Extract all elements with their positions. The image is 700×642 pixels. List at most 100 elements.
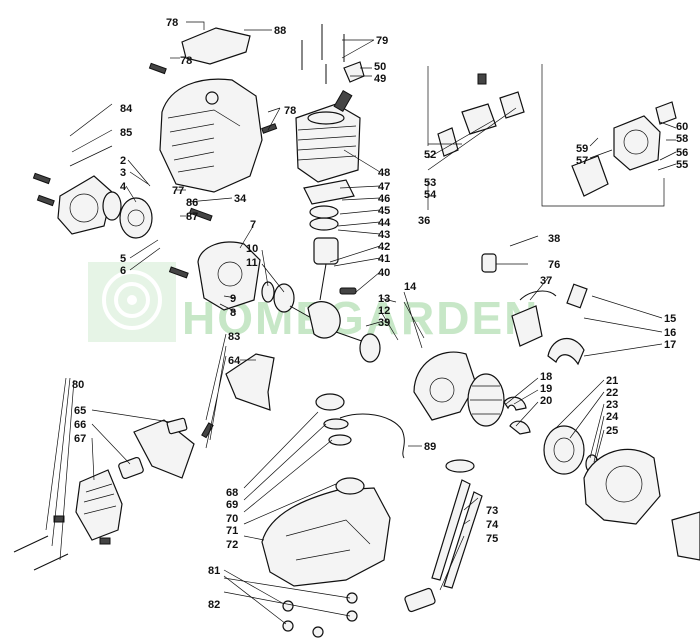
- fuel-cap-ring: [328, 434, 352, 446]
- fuel-tank: [261, 477, 391, 587]
- label-9: 9: [230, 293, 236, 305]
- label-43: 43: [378, 229, 390, 241]
- label-18: 18: [540, 371, 552, 383]
- label-77: 77: [172, 185, 184, 197]
- clutch-housing: [583, 448, 700, 561]
- muffler: [75, 469, 123, 541]
- watermark-logo-icon: [88, 262, 176, 342]
- label-41: 41: [378, 253, 390, 265]
- label-87: 87: [186, 211, 198, 223]
- fuel-line: [339, 413, 405, 459]
- fuel-cap-seal: [323, 418, 349, 430]
- label-15: 15: [664, 313, 676, 325]
- label-71: 71: [226, 525, 238, 537]
- leader-lines: [45, 21, 677, 625]
- label-65: 65: [74, 405, 86, 417]
- label-56: 56: [676, 147, 688, 159]
- bracket-15: [566, 283, 588, 309]
- ignition-coil: [511, 290, 557, 347]
- watermark: HOMEGARDEN: [88, 262, 537, 344]
- crankcase-left: [197, 241, 261, 311]
- top-cover: [181, 27, 251, 65]
- cylinder: [295, 103, 361, 183]
- label-23: 23: [606, 399, 618, 411]
- label-3: 3: [120, 167, 126, 179]
- label-14: 14: [404, 281, 417, 293]
- starter-housing: [57, 175, 153, 239]
- crankshaft: [289, 301, 377, 347]
- label-54: 54: [424, 189, 437, 201]
- label-74: 74: [486, 519, 499, 531]
- label-48: 48: [378, 167, 390, 179]
- label-67: 67: [74, 433, 86, 445]
- spark-plug: [333, 90, 353, 112]
- label-39: 39: [378, 317, 390, 329]
- label-11: 11: [246, 257, 258, 269]
- label-17: 17: [664, 339, 676, 351]
- label-60: 60: [676, 121, 688, 133]
- label-57: 57: [576, 155, 588, 167]
- parts: [13, 24, 700, 638]
- label-44: 44: [378, 217, 391, 229]
- fuel-cap: [315, 393, 345, 411]
- label-53: 53: [424, 177, 436, 189]
- label-80: 80: [72, 379, 84, 391]
- label-78b: 78: [180, 55, 192, 67]
- label-69: 69: [226, 499, 238, 511]
- label-36: 36: [418, 215, 430, 227]
- label-19: 19: [540, 383, 552, 395]
- label-24: 24: [606, 411, 619, 423]
- long-bolt: [13, 535, 49, 553]
- part-labels: 78 88 78 79 50 49 84 85 78 2 3 86 4 87 7…: [72, 17, 688, 611]
- label-37: 37: [540, 275, 552, 287]
- label-78a: 78: [166, 17, 178, 29]
- label-79: 79: [376, 35, 388, 47]
- bolt-plate: [166, 417, 188, 435]
- label-50: 50: [374, 61, 386, 73]
- label-20: 20: [540, 395, 552, 407]
- label-78c: 78: [284, 105, 296, 117]
- flywheel: [467, 373, 505, 427]
- label-88: 88: [274, 25, 286, 37]
- label-16: 16: [664, 327, 676, 339]
- label-73: 73: [486, 505, 498, 517]
- label-55: 55: [676, 159, 688, 171]
- muffler-plate: [133, 419, 195, 479]
- label-85: 85: [120, 127, 132, 139]
- label-58: 58: [676, 133, 688, 145]
- tube-handle-2: [443, 491, 483, 589]
- label-83: 83: [228, 331, 240, 343]
- label-75: 75: [486, 533, 498, 545]
- label-5: 5: [120, 253, 126, 265]
- cylinder-gasket: [303, 179, 355, 205]
- bearing-left: [261, 281, 275, 303]
- label-45: 45: [378, 205, 390, 217]
- label-49: 49: [374, 73, 386, 85]
- muffler-shield: [225, 353, 275, 411]
- label-46: 46: [378, 193, 390, 205]
- clutch-shoe-2: [509, 420, 531, 435]
- label-72: 72: [226, 539, 238, 551]
- handle-grip: [404, 587, 436, 613]
- label-81: 81: [208, 565, 220, 577]
- label-7: 7: [250, 219, 256, 231]
- ignition-clip: [343, 61, 365, 83]
- label-82: 82: [208, 599, 220, 611]
- studs: [301, 24, 345, 84]
- label-4: 4: [120, 181, 127, 193]
- carburetor-assembly: [571, 101, 677, 197]
- label-38: 38: [548, 233, 560, 245]
- label-66: 66: [74, 419, 86, 431]
- tube-handle: [431, 479, 471, 581]
- crankcase-right: [413, 351, 477, 421]
- label-59: 59: [576, 143, 588, 155]
- fuel-filter: [481, 253, 497, 273]
- label-76: 76: [548, 259, 560, 271]
- label-8: 8: [230, 307, 236, 319]
- label-84: 84: [120, 103, 133, 115]
- label-52: 52: [424, 149, 436, 161]
- label-22: 22: [606, 387, 618, 399]
- bracket-17: [547, 338, 585, 366]
- label-89: 89: [424, 441, 436, 453]
- label-6: 6: [120, 265, 126, 277]
